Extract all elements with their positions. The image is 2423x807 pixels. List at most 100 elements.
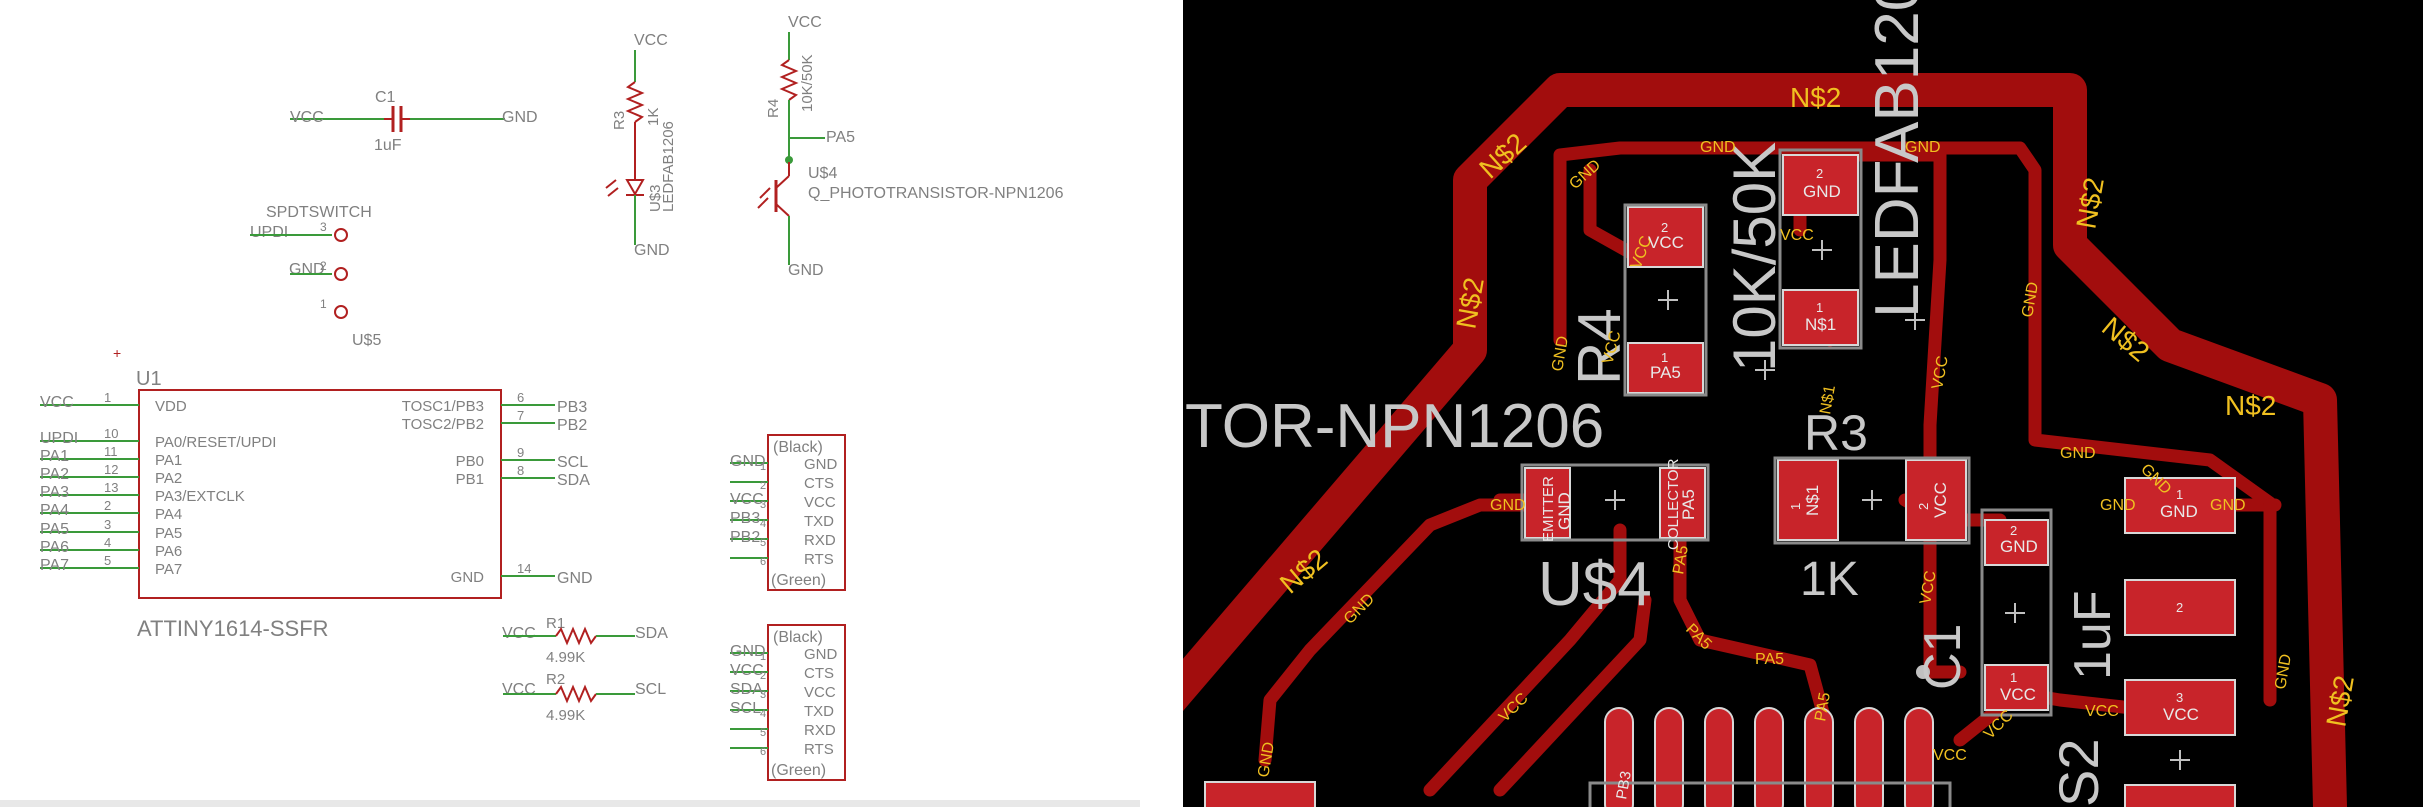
pad-led-bot-num: 1: [1816, 300, 1823, 315]
r4-ref: R4: [765, 99, 782, 118]
r2-net-left: VCC: [502, 681, 536, 698]
pad-c1-bot-net: VCC: [2000, 685, 2036, 704]
silk-r3: R3: [1804, 405, 1868, 461]
u3-ref: U$3: [647, 184, 664, 212]
u1-right-name: TOSC1/PB3: [402, 398, 484, 415]
pad-sw-3[interactable]: [2124, 679, 2236, 736]
pad-led-1[interactable]: [1782, 289, 1859, 346]
origin-crosses: [1605, 240, 2190, 770]
pad-r4-bot-net: PA5: [1650, 363, 1681, 382]
u1-ref: U1: [136, 368, 162, 390]
conn1-top-label: (Black): [773, 439, 823, 456]
conn-pin-net: GND: [730, 453, 766, 470]
pad-sw-4[interactable]: [2124, 784, 2236, 807]
conn-pin-net: PB2: [730, 529, 760, 546]
u1-right-num: 9: [517, 445, 524, 460]
u1-left-net: PA4: [40, 502, 69, 519]
conn2-top-label: (Black): [773, 629, 823, 646]
u1-left-net: PA7: [40, 557, 69, 574]
u3-value: LEDFAB1206: [660, 121, 677, 212]
net-gnd-10: GND: [2210, 497, 2246, 514]
conn-pin-name: CTS: [804, 475, 834, 492]
conn-pin-num: 6: [760, 556, 766, 568]
net-vcc-1: VCC: [1780, 227, 1814, 244]
u1-left-name: PA2: [155, 470, 182, 487]
pad-led-2[interactable]: [1782, 154, 1859, 216]
pad-r4-1[interactable]: [1627, 342, 1704, 394]
u1-left-net: PA1: [40, 448, 69, 465]
conn-pin-name: GND: [804, 456, 838, 473]
u1-origin-cross: +: [113, 345, 121, 361]
silk-r4: R4: [1566, 308, 1633, 385]
u1-left-name: PA5: [155, 525, 182, 542]
pad-r3-2[interactable]: [1905, 459, 1967, 541]
silk-1uf: 1uF: [2064, 590, 2122, 680]
conn-pin-num: 4: [760, 708, 766, 720]
view-gap: [1140, 0, 1183, 807]
u1-left-name: PA1: [155, 452, 182, 469]
u5-ref: U$5: [352, 332, 381, 349]
r1-value: 4.99K: [546, 649, 585, 666]
u1-left-num: 2: [104, 498, 111, 513]
resistor-r2[interactable]: R2 VCC SCL 4.99K: [502, 671, 666, 724]
u5-pin-3-num: 3: [320, 220, 327, 234]
pad-r3-l-net: N$1: [1803, 485, 1822, 516]
pad-q-collector: COLLECTOR: [1665, 458, 1682, 550]
switch-u5[interactable]: SPDTSWITCH UPDI 3 GND 2 1 U$5: [250, 204, 381, 349]
pin1-marker: [1916, 665, 1930, 679]
u1-right-pins: PB36TOSC1/PB3PB27TOSC2/PB2SCL9PB0SDA8PB1…: [402, 390, 593, 587]
pad-corner[interactable]: [1204, 781, 1316, 807]
pad-q-c[interactable]: [1659, 467, 1706, 539]
silk-tor-npn: TOR-NPN1206: [1185, 392, 1604, 461]
pad-c1-2[interactable]: [1984, 519, 2049, 566]
conn-pin-num: 6: [760, 746, 766, 758]
net-gnd-9: GND: [2100, 497, 2136, 514]
u1-right-num: 6: [517, 390, 524, 405]
conn-pin-name: CTS: [804, 665, 834, 682]
net-gnd-4: GND: [1549, 335, 1572, 373]
u1-right-net: PB3: [557, 399, 587, 416]
u1-right-net: SCL: [557, 454, 588, 471]
conn-pin-net: VCC: [730, 491, 764, 508]
u1-left-name: PA6: [155, 543, 182, 560]
r2-ref: R2: [546, 671, 565, 688]
u1-left-net: VCC: [40, 394, 74, 411]
r2-value: 4.99K: [546, 707, 585, 724]
pad-q-e-net: GND: [1555, 492, 1574, 530]
net-gnd-13: GND: [1255, 741, 1278, 779]
net-gnd-8: GND: [2060, 445, 2096, 462]
pad-c1-1[interactable]: [1984, 664, 2049, 711]
conn-pin-name: VCC: [804, 494, 836, 511]
pad-r3-1[interactable]: [1777, 459, 1839, 541]
pad-sw-1-net: GND: [2160, 502, 2198, 521]
conn-pin-name: RXD: [804, 722, 836, 739]
resistor-r4-phototransistor-u4[interactable]: VCC PA5 R4 10K/50K U$4 Q_PHOTOTRANSISTOR…: [757, 14, 1064, 279]
pad-sw-3-net: VCC: [2163, 705, 2199, 724]
r4-net-top: VCC: [788, 14, 822, 31]
u1-left-net: PA3: [40, 484, 69, 501]
capacitor-c1[interactable]: C1 1uF VCC GND: [290, 89, 538, 154]
resistor-r3-led-u3[interactable]: VCC R3 1K U$3 LEDFAB1206 GND: [605, 32, 677, 259]
pad-led-top-net: GND: [1803, 182, 1841, 201]
pad-sw-1[interactable]: [2124, 477, 2236, 534]
u1-left-num: 5: [104, 553, 111, 568]
resistor-r1[interactable]: R1 VCC SDA 4.99K: [502, 615, 668, 666]
silkscreen-text: TOR-NPN1206 R4 10K/50K LEDFAB1206 R3 U$4…: [1185, 0, 2122, 807]
conn-pin-name: TXD: [804, 703, 834, 720]
c1-net-right: GND: [502, 109, 538, 126]
pad-sw-2-num: 2: [2176, 600, 2183, 615]
pad-sw-1-num: 1: [2176, 487, 2183, 502]
pad-r4-2[interactable]: [1627, 206, 1704, 268]
silk-ledfab: LEDFAB1206: [1863, 0, 1932, 318]
u4-net-bottom: GND: [788, 262, 824, 279]
pad-q-emitter: EMITTER: [1540, 476, 1557, 542]
pad-q-e[interactable]: [1524, 467, 1571, 539]
u5-pin-1-num: 1: [320, 297, 327, 311]
pad-sw-2[interactable]: [2124, 579, 2236, 636]
c1-ref: C1: [375, 89, 396, 106]
